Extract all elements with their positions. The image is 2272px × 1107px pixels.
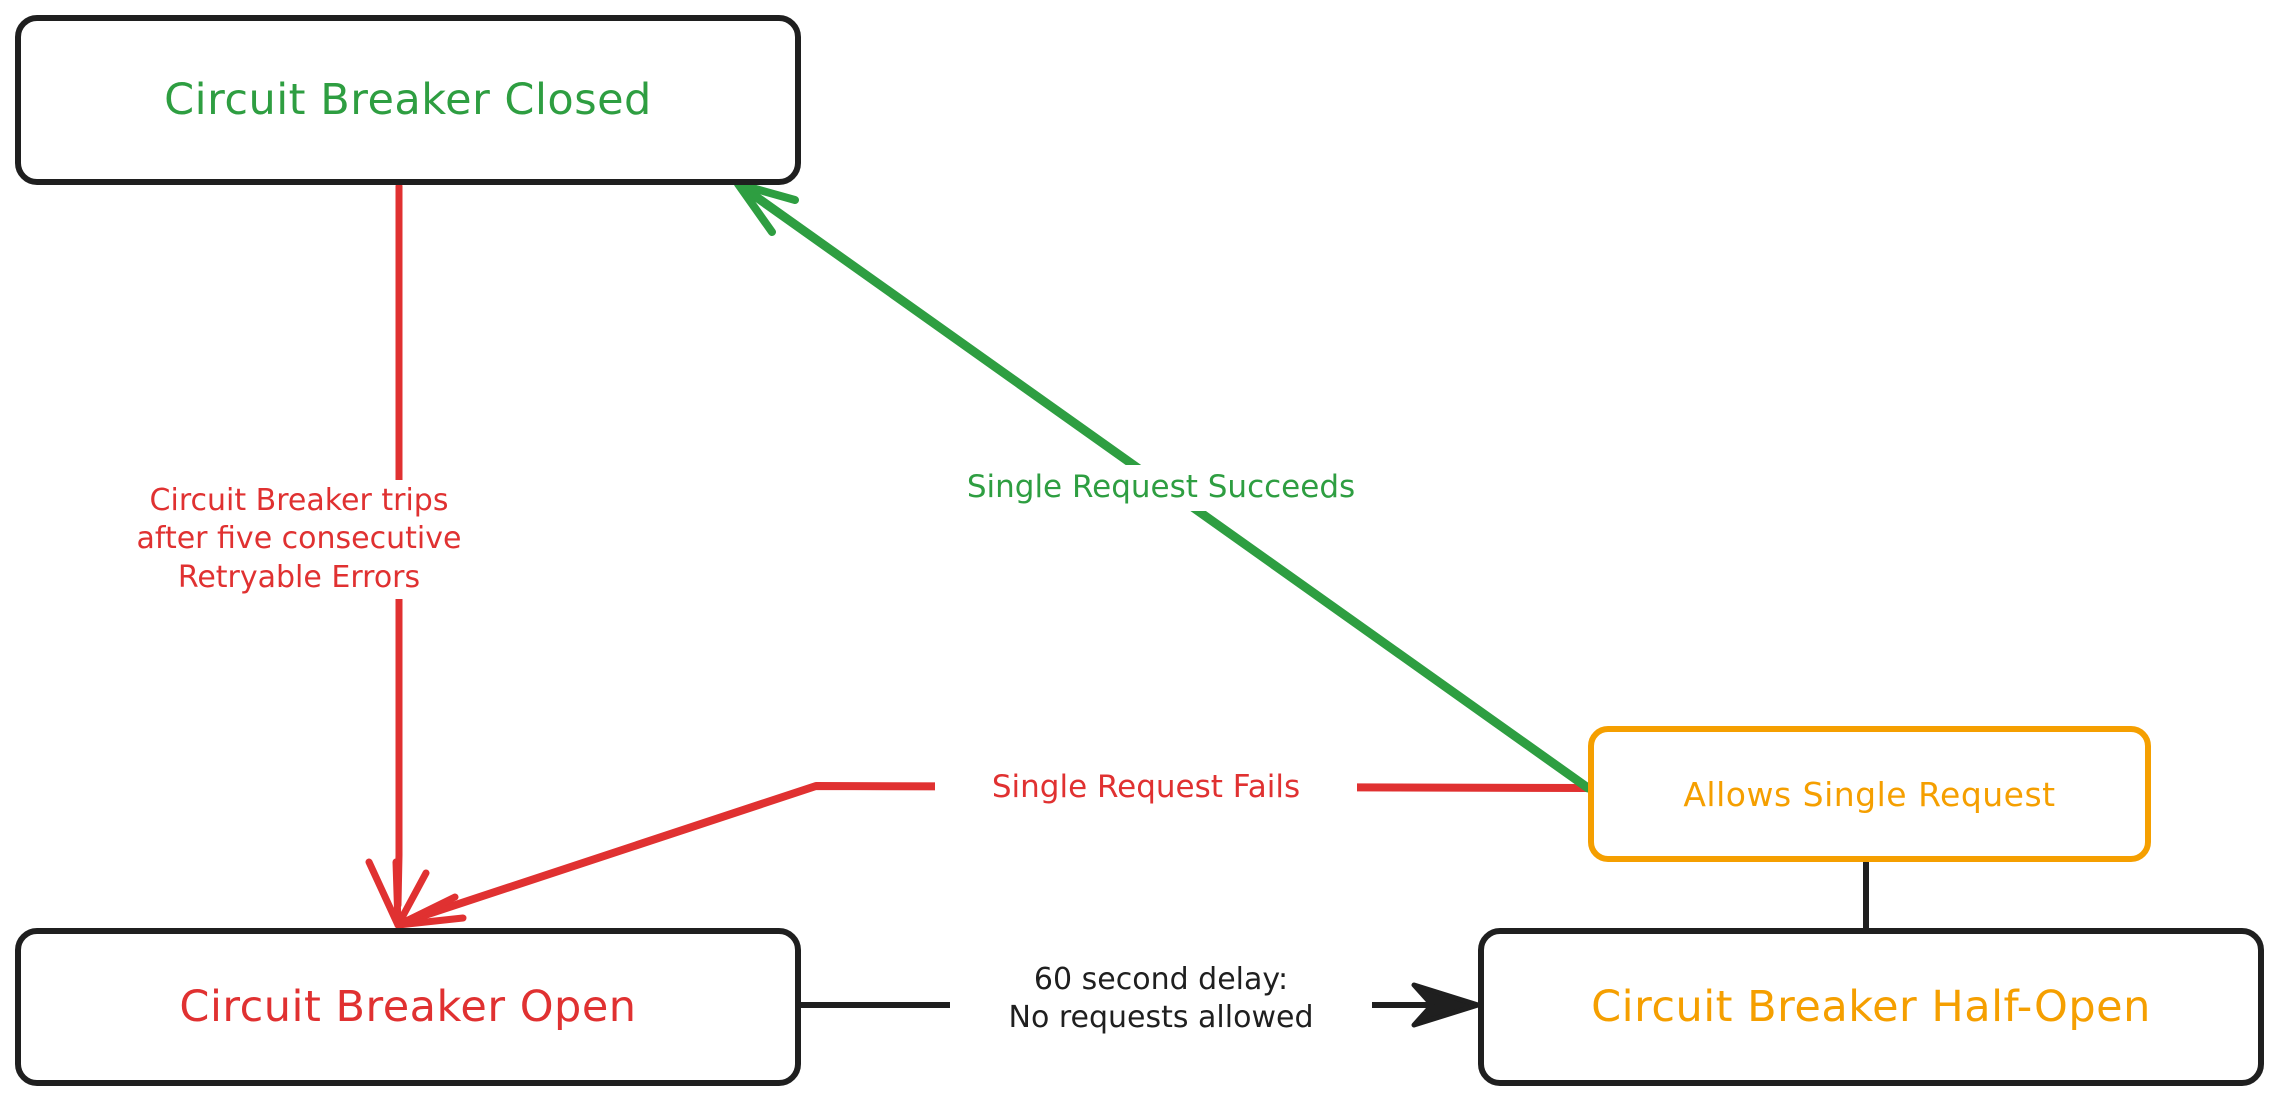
edge-label-60-second-delay: 60 second delay: No requests allowed: [950, 958, 1372, 1041]
edge-open-to-half-open-arrowhead: [1411, 982, 1481, 1028]
node-allows-single-request[interactable]: Allows Single Request: [1588, 726, 2151, 862]
node-circuit-breaker-closed-label: Circuit Breaker Closed: [164, 75, 652, 125]
edge-label-single-request-succeeds: Single Request Succeeds: [905, 465, 1417, 511]
edge-closed-to-open-arrowhead: [365, 858, 430, 929]
node-circuit-breaker-open-label: Circuit Breaker Open: [179, 982, 637, 1032]
edge-allows-to-open-arrowhead: [394, 893, 467, 929]
node-circuit-breaker-closed[interactable]: Circuit Breaker Closed: [15, 15, 801, 185]
node-circuit-breaker-half-open[interactable]: Circuit Breaker Half-Open: [1478, 928, 2264, 1086]
node-circuit-breaker-half-open-label: Circuit Breaker Half-Open: [1591, 982, 2151, 1032]
node-allows-single-request-label: Allows Single Request: [1683, 774, 2056, 814]
edge-allows-to-closed-arrowhead: [734, 180, 799, 236]
node-circuit-breaker-open[interactable]: Circuit Breaker Open: [15, 928, 801, 1086]
edge-label-single-request-fails: Single Request Fails: [935, 765, 1357, 811]
edge-label-circuit-breaker-trips: Circuit Breaker trips after five consecu…: [110, 480, 488, 600]
